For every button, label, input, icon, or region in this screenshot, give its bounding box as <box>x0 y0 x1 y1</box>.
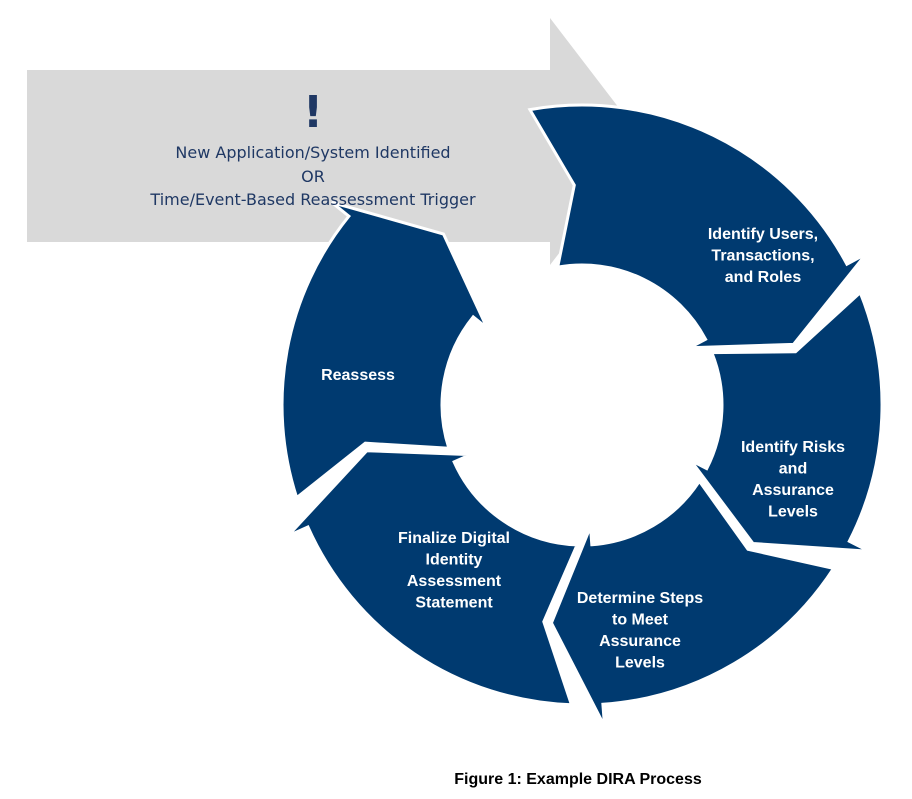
label-finalize-line: Statement <box>415 595 493 612</box>
stage-arrow-identify-users <box>527 103 868 350</box>
label-finalize-line: Assessment <box>407 573 502 590</box>
stage-arrow-reassess <box>280 200 489 501</box>
label-finalize-line: Identity <box>426 552 483 569</box>
label-determine-steps-line: to Meet <box>612 612 669 629</box>
label-identify-risks-line: and <box>779 461 807 478</box>
figure-caption: Figure 1: Example DIRA Process <box>454 771 702 788</box>
label-identify-risks-line: Levels <box>768 504 818 521</box>
label-identify-users: Identify Users, Transactions, and Roles <box>708 226 818 286</box>
trigger-line-1: New Application/System Identified <box>175 143 450 162</box>
label-identify-users-line: Identify Users, <box>708 226 818 243</box>
stage-arrow-identify-risks <box>689 290 884 553</box>
label-finalize-line: Finalize Digital <box>398 530 510 547</box>
label-identify-risks-line: Assurance <box>752 482 834 499</box>
label-determine-steps-line: Levels <box>615 655 665 672</box>
label-determine-steps-line: Assurance <box>599 633 681 650</box>
stage-arrow-finalize <box>286 449 580 707</box>
label-reassess-line: Reassess <box>321 367 395 384</box>
trigger-line-2: OR <box>301 167 325 186</box>
label-determine-steps-line: Determine Steps <box>577 590 703 607</box>
exclamation-icon: ! <box>303 87 323 138</box>
label-identify-risks-line: Identify Risks <box>741 439 845 456</box>
trigger-arrow <box>27 18 645 265</box>
trigger-line-3: Time/Event-Based Reassessment Trigger <box>149 190 476 209</box>
stage-labels: Identify Users,Transactions,and RolesIde… <box>321 226 845 672</box>
stage-arrow-determine-steps <box>549 478 837 727</box>
label-reassess: Reassess <box>321 367 395 384</box>
label-identify-users-line: Transactions, <box>711 248 814 265</box>
label-identify-users-line: and Roles <box>725 269 802 286</box>
cycle-arrows <box>280 103 884 727</box>
